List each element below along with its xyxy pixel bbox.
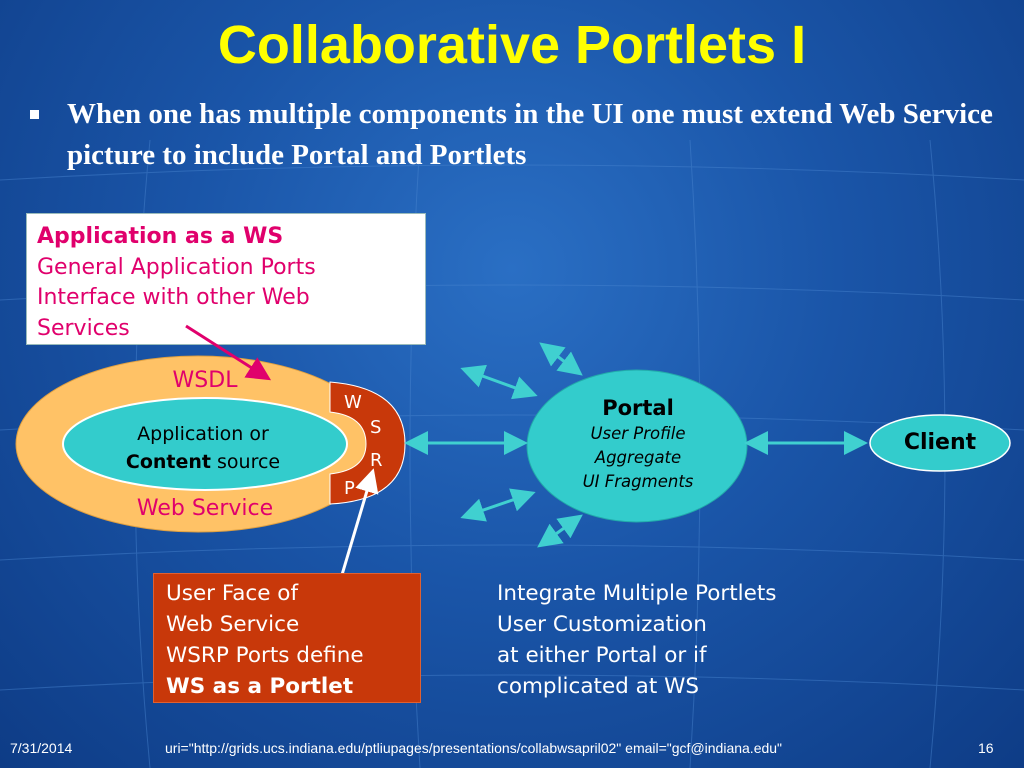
- user-face-line-1: User Face of: [166, 581, 299, 606]
- client-label: Client: [903, 430, 977, 455]
- web-service-label: Web Service: [136, 496, 274, 521]
- user-face-line-2: Web Service: [166, 612, 300, 637]
- portlet-arrow-4: [537, 514, 583, 548]
- portal-label: Portal User Profile Aggregate UI Fragmen…: [540, 394, 736, 494]
- wsrp-letter-w: W: [344, 392, 362, 413]
- wsdl-label: WSDL: [172, 368, 238, 393]
- integrate-line-2: User Customization: [497, 612, 707, 637]
- footer-uri: uri="http://grids.ucs.indiana.edu/ptliup…: [165, 740, 783, 756]
- app-box-line-2: Interface with other Web: [37, 285, 310, 310]
- wsrp-port-shape: [329, 381, 406, 505]
- portlet-arrow-2: [460, 364, 538, 400]
- wsrp-letter-s: S: [370, 417, 381, 438]
- wsdl-callout-arrow: [185, 324, 272, 381]
- app-line-1: Application or: [137, 423, 269, 445]
- portlet-arrow-3: [460, 488, 536, 522]
- portal-line-1: User Profile: [590, 424, 686, 443]
- application-as-ws-box: Application as a WS General Application …: [26, 213, 426, 345]
- footer-date: 7/31/2014: [10, 740, 73, 756]
- app-box-line-1: General Application Ports: [37, 254, 316, 280]
- client-ellipse: [869, 414, 1011, 472]
- bullet-square-icon: [30, 110, 39, 119]
- wsrp-letter-p: P: [344, 478, 355, 499]
- portal-line-2: Aggregate: [594, 448, 682, 467]
- portal-title: Portal: [602, 396, 674, 420]
- slide-title: Collaborative Portlets I: [217, 15, 807, 75]
- bullet-text: When one has multiple components in the …: [67, 98, 993, 171]
- integrate-line-4: complicated at WS: [497, 674, 699, 699]
- footer-page-number: 16: [978, 740, 994, 756]
- application-source-label: Application or Content source: [88, 420, 318, 476]
- app-box-line-3: Services: [37, 315, 130, 341]
- content-source-text: source: [210, 451, 281, 473]
- app-line-2: Content source: [88, 448, 318, 476]
- portlet-arrow-1: [539, 342, 583, 376]
- portal-line-3: UI Fragments: [582, 472, 694, 491]
- user-face-line-3: WSRP Ports define: [166, 643, 364, 668]
- content-bold: Content: [125, 451, 211, 473]
- integrate-line-3: at either Portal or if: [497, 643, 707, 668]
- user-face-bold-line: WS as a Portlet: [166, 674, 354, 699]
- integrate-line-1: Integrate Multiple Portlets: [497, 581, 777, 606]
- application-ellipse: [62, 397, 348, 491]
- app-box-heading: Application as a WS: [37, 224, 284, 249]
- user-face-box: User Face of Web Service WSRP Ports defi…: [153, 573, 421, 703]
- wsrp-letter-r: R: [370, 450, 383, 471]
- integrate-text: Integrate Multiple Portlets User Customi…: [497, 578, 897, 702]
